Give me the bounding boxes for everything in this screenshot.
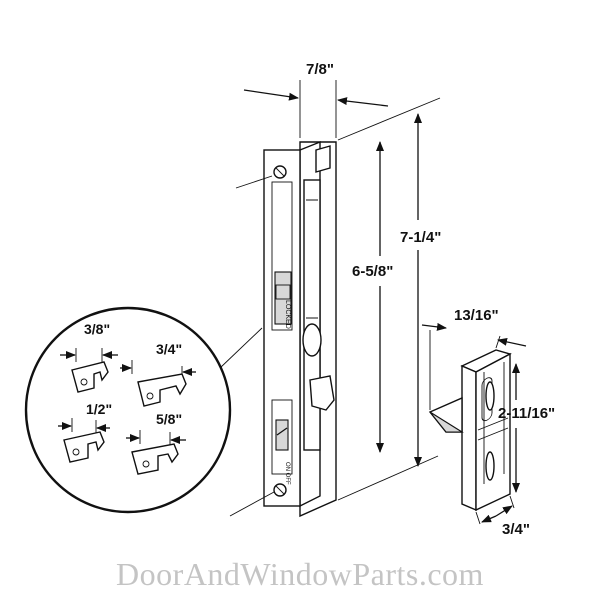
lock-width-label: 7/8" bbox=[306, 61, 334, 78]
hook-offset-label-b: 3/4" bbox=[156, 341, 182, 357]
bottom-screw-icon bbox=[273, 483, 287, 497]
hook-icon-a bbox=[60, 348, 118, 393]
hook-icon-c bbox=[58, 418, 110, 463]
hole-spacing-label: 6-5/8" bbox=[352, 263, 393, 280]
keeper-depth-label: 3/4" bbox=[502, 521, 530, 538]
overall-height-label: 7-1/4" bbox=[400, 229, 441, 246]
keeper-depth-dimension bbox=[475, 495, 515, 525]
keeper-width-label: 13/16" bbox=[454, 307, 499, 324]
lock-width-dimension bbox=[243, 80, 389, 138]
mortise-lock-body bbox=[229, 140, 337, 518]
locked-label: LOCKED bbox=[284, 300, 291, 329]
overall-height-dimension bbox=[337, 97, 441, 501]
strike-keeper bbox=[428, 349, 512, 512]
keeper-width-dimension bbox=[421, 322, 527, 410]
hook-icon-b bbox=[120, 360, 196, 407]
keeper-height-label: 2-11/16" bbox=[498, 405, 555, 422]
on-off-label: ON OFF bbox=[284, 462, 290, 485]
hook-offset-label-c: 1/2" bbox=[86, 401, 112, 417]
hook-detail-inset bbox=[24, 306, 263, 514]
hook-offset-label-a: 3/8" bbox=[84, 321, 110, 337]
hook-icon-d bbox=[126, 430, 186, 475]
top-screw-icon bbox=[273, 165, 287, 179]
watermark-text: DoorAndWindowParts.com bbox=[116, 556, 484, 592]
hook-offset-label-d: 5/8" bbox=[156, 411, 182, 427]
